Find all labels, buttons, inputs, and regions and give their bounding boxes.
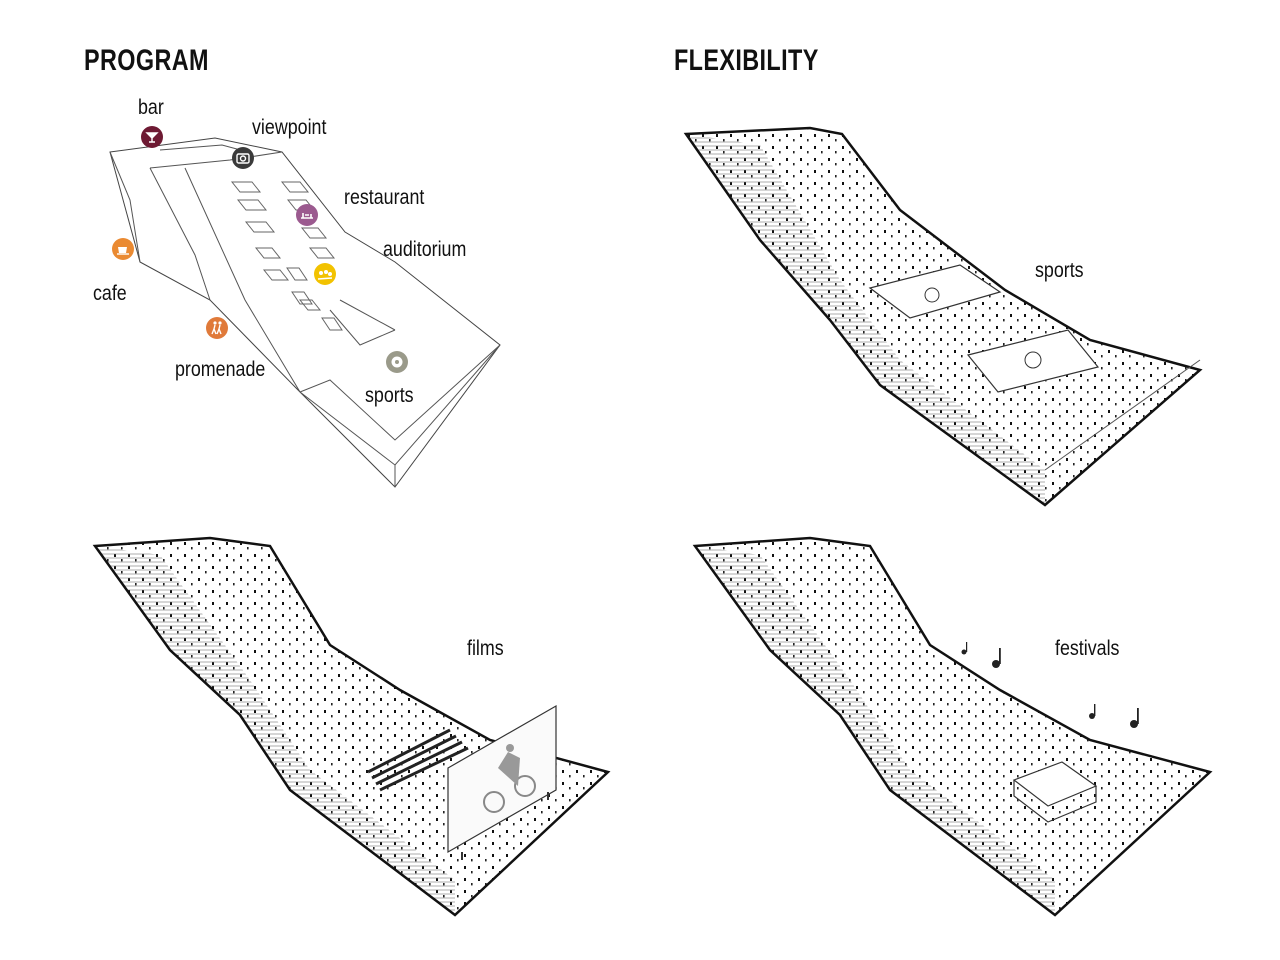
festivals-terrain <box>692 536 1213 917</box>
audience-icon <box>314 263 336 285</box>
auditorium-label: auditorium <box>383 238 467 261</box>
dining-icon <box>296 204 318 226</box>
coffee-cup-icon <box>112 238 134 260</box>
viewpoint-label: viewpoint <box>252 116 327 139</box>
program-title: PROGRAM <box>84 44 209 77</box>
auditorium-openings <box>230 181 343 331</box>
soccer-ball-icon <box>386 351 408 373</box>
music-notes <box>961 642 1139 728</box>
cafe-label: cafe <box>93 282 127 305</box>
bar-label: bar <box>138 96 164 119</box>
promenade-label: promenade <box>175 358 266 381</box>
sports-flex-label: sports <box>1035 259 1084 282</box>
walking-people-icon <box>206 317 228 339</box>
festivals-label: festivals <box>1055 637 1120 660</box>
camera-icon <box>232 147 254 169</box>
films-label: films <box>467 637 504 660</box>
sports-label: sports <box>365 384 414 407</box>
cocktail-glass-icon <box>141 126 163 148</box>
restaurant-label: restaurant <box>344 186 425 209</box>
films-terrain <box>92 536 611 917</box>
sports-terrain <box>683 126 1203 507</box>
flexibility-title: FLEXIBILITY <box>674 44 819 77</box>
